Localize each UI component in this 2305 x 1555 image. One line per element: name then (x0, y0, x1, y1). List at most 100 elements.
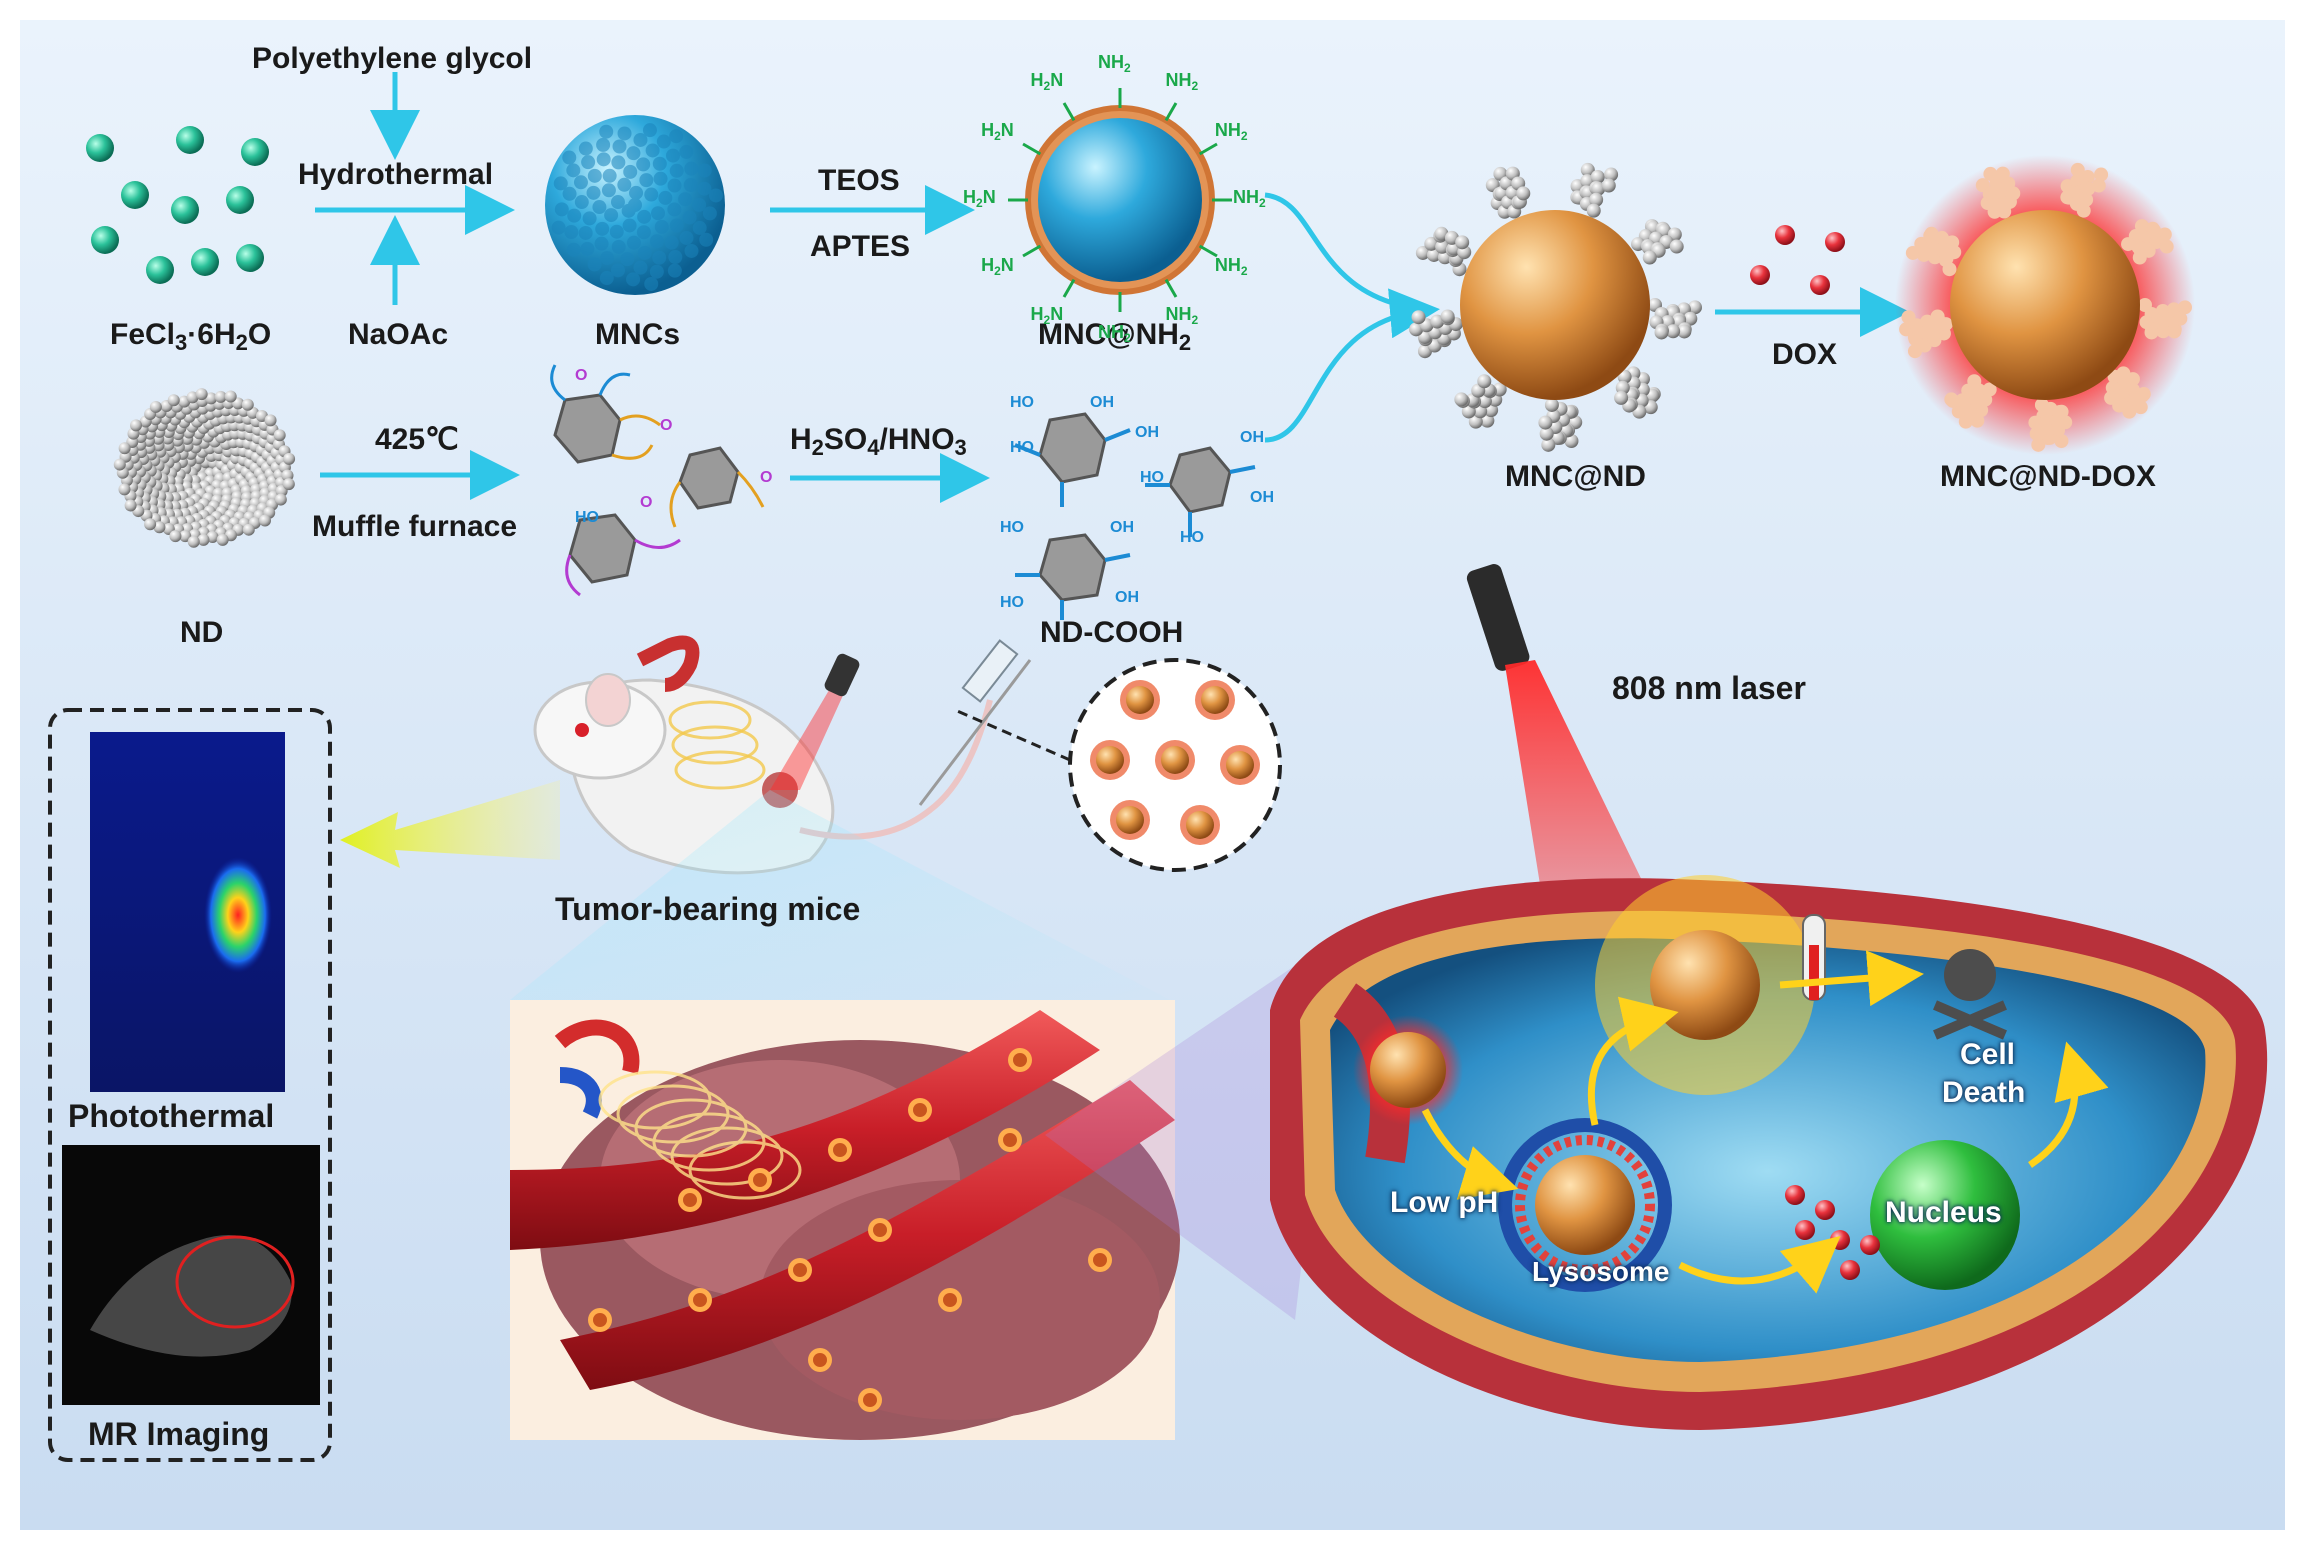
mnc-subparticle (599, 271, 614, 286)
nd-nanoparticle (206, 530, 219, 543)
mnc-subparticle (642, 123, 657, 138)
nd-nanoparticle (259, 514, 272, 527)
nh2-label: H2N (1030, 303, 1064, 327)
label-hydrothermal: Hydrothermal (298, 158, 494, 191)
label-mnc-nh2: MNC@NH2 (1038, 318, 1192, 355)
dox-shell-particle (1945, 235, 1960, 250)
mnc-subparticle (622, 218, 637, 233)
mnc-subparticle (654, 219, 669, 234)
mnc-subparticle (669, 163, 684, 178)
tumor-nanoparticle-core (873, 1223, 887, 1237)
nd-shell-particle (1666, 324, 1681, 339)
nh2-label: H2N (963, 187, 996, 210)
dox-molecules (1750, 225, 1845, 295)
nd-nanoparticle (130, 419, 143, 432)
functional-group-label: OH (1240, 429, 1264, 446)
nd-shell-particle (1435, 239, 1450, 254)
dox-shell-particle (1925, 239, 1940, 254)
nd-shell-particle (1683, 311, 1698, 326)
label-lysosome: Lysosome (1532, 1256, 1670, 1287)
nd-shell-particle (1454, 392, 1469, 407)
nd-shell-particle (1564, 434, 1579, 449)
label-furnace: Muffle furnace (312, 510, 518, 543)
dox-shell-particle (2034, 397, 2049, 412)
label-photothermal: Photothermal (68, 1098, 275, 1134)
mnc-subparticle (658, 190, 673, 205)
mnc-subparticle (586, 185, 601, 200)
nd-shell-particle (1604, 167, 1619, 182)
mnc-subparticle (692, 197, 707, 212)
mnc-subparticle (601, 183, 616, 198)
mnc-subparticle (626, 272, 641, 287)
mnc-subparticle (578, 225, 593, 240)
nd-nanoparticle (214, 390, 227, 403)
functional-group-label: HO (1000, 519, 1024, 536)
mnc-subparticle (596, 152, 611, 167)
mnc-subparticle (595, 221, 610, 236)
mnc-subparticle (636, 157, 651, 172)
syringe (918, 639, 1032, 806)
nh2-bond (1022, 142, 1042, 156)
mnc-subparticle (621, 203, 636, 218)
label-peg: Polyethylene glycol (252, 42, 533, 75)
mnc-subparticle (612, 139, 627, 154)
functional-group-label: O (575, 367, 588, 384)
nd-shell-particle (1669, 239, 1684, 254)
dox-shell-particle (2144, 325, 2159, 340)
mnc-subparticle (562, 150, 577, 165)
mnc-subparticle (566, 163, 581, 178)
nd-nanoparticle (197, 533, 210, 546)
nd-shell-particle (1614, 390, 1629, 405)
mnc-nd-dox-particle (1895, 155, 2195, 455)
nd-nanoparticle (153, 521, 166, 534)
mnc-subparticle (582, 211, 597, 226)
nh2-bond (1062, 278, 1076, 298)
nd-shell-particle (1440, 309, 1455, 324)
mnc-subparticle (708, 188, 723, 203)
mnc-subparticle (664, 235, 679, 250)
tumor-nanoparticle-core (863, 1393, 877, 1407)
tumor-nanoparticle-core (1013, 1053, 1027, 1067)
tumor-nanoparticle-core (683, 1193, 697, 1207)
mnc-subparticle (626, 235, 641, 250)
nanoparticle (1096, 746, 1124, 774)
label-nd-cooh: ND-COOH (1040, 616, 1184, 649)
tumor-nanoparticle-core (813, 1353, 827, 1367)
nd-shell-particle (1687, 300, 1702, 315)
magnetic-field-ring (688, 1140, 802, 1200)
dox-shell-particle (2070, 162, 2085, 177)
nd-shell-particle (1617, 369, 1632, 384)
mnc-subparticle (699, 232, 714, 247)
mnc-subparticle (551, 220, 566, 235)
label-cell-death-2: Death (1942, 1076, 2026, 1109)
oxidized-nd-group (550, 364, 765, 597)
mnc-subparticle (692, 220, 707, 235)
nd-shell-particle (1415, 245, 1430, 260)
magnetic-field-ring (616, 1084, 730, 1144)
label-mice: Tumor-bearing mice (555, 891, 861, 927)
label-cell-death-1: Cell (1960, 1038, 2016, 1071)
nd-nanoparticle (113, 458, 126, 471)
nd-shell-particle (1589, 192, 1604, 207)
nd-nanoparticle (264, 414, 277, 427)
mnc-subparticle (581, 155, 596, 170)
nd-nanoparticle (186, 391, 199, 404)
nd-nanoparticle (224, 390, 237, 403)
mnc-subparticle (629, 185, 644, 200)
mnc-subparticle (651, 206, 666, 221)
nh2-bond (1062, 102, 1076, 122)
nh2-label: NH2 (1098, 52, 1131, 75)
nd-shell-particle (1430, 314, 1445, 329)
nh2-label: H2N (981, 254, 1014, 278)
mnc-subparticle (653, 171, 668, 186)
tumor-nanoparticle-core (593, 1313, 607, 1327)
nd-nanoparticle (282, 478, 295, 491)
nd-shell-particle (1477, 374, 1492, 389)
mnc-subparticle (611, 155, 626, 170)
nd-nanoparticle (144, 518, 157, 531)
tumor-nanoparticle-core (943, 1293, 957, 1307)
label-laser: 808 nm laser (1612, 670, 1806, 706)
dox-shell-particle (2006, 186, 2021, 201)
mnc-nd-particle (1409, 162, 1702, 452)
nd-nanoparticle (118, 442, 131, 455)
